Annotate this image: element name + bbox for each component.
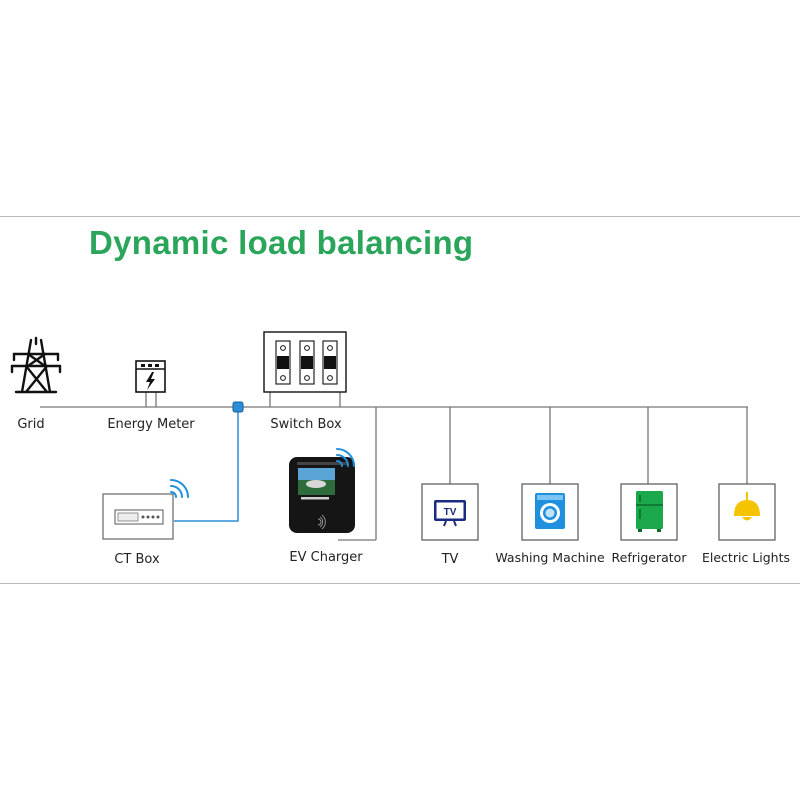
- energy-meter-icon: [135, 360, 166, 393]
- ct-clamp-icon: [232, 401, 244, 413]
- diagram-panel: [0, 216, 800, 584]
- electric-lights-label: Electric Lights: [701, 550, 791, 565]
- diagram-title: Dynamic load balancing: [89, 224, 474, 261]
- ct-box-icon: [102, 493, 174, 540]
- ev-charger-icon: [289, 457, 355, 533]
- ct-box-label: CT Box: [114, 552, 160, 567]
- tv-icon-text: TV: [444, 507, 457, 518]
- ct-link-line: [174, 412, 239, 522]
- tv-icon: TV: [434, 500, 466, 527]
- lamp-icon: [734, 492, 760, 521]
- washing-machine-icon: [535, 493, 565, 529]
- refrigerator-label: Refrigerator: [611, 550, 687, 565]
- ct-link: [174, 412, 239, 522]
- energy-meter-label: Energy Meter: [107, 417, 195, 432]
- wiring: [40, 392, 748, 541]
- switch-box-icon: [263, 331, 347, 393]
- grid-tower-icon: [10, 336, 62, 394]
- washing-machine-label: Washing Machine: [495, 550, 605, 565]
- grid-label: Grid: [17, 417, 45, 432]
- tv-label: TV: [441, 552, 459, 567]
- switch-box-label: Switch Box: [270, 417, 342, 432]
- ct-box-wifi-icon: [170, 479, 189, 498]
- refrigerator-icon: [636, 491, 663, 532]
- ev-charger-label: EV Charger: [289, 550, 363, 565]
- ev-charger-wifi-icon: [336, 448, 355, 467]
